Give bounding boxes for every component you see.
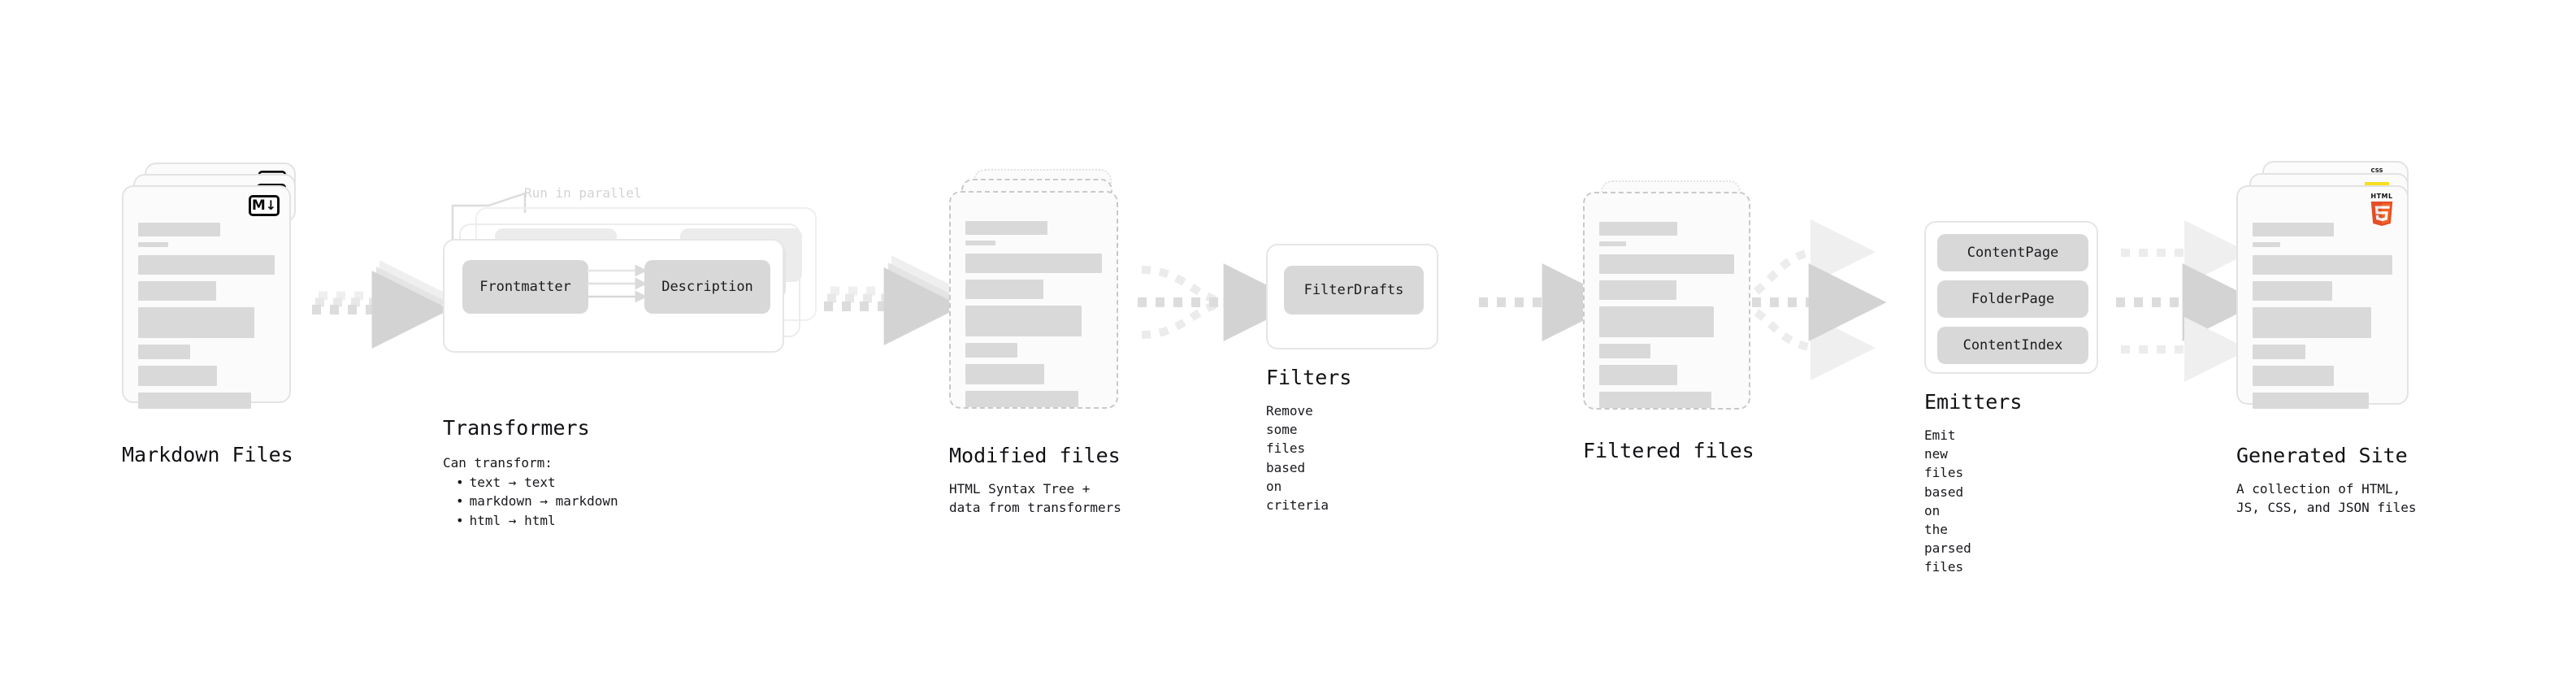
doc-bar xyxy=(2253,255,2392,275)
html5-shield-shape xyxy=(2370,201,2394,227)
stage-title-transformers: Transformers xyxy=(443,416,590,440)
doc-bar xyxy=(1599,254,1734,274)
doc-bar xyxy=(2253,223,2334,236)
doc-bar xyxy=(138,345,190,359)
doc-bar xyxy=(138,366,218,386)
transformers-caption-head: Can transform: xyxy=(443,455,553,471)
doc-bar xyxy=(138,242,168,247)
doc-bar xyxy=(138,255,275,275)
stage-title-markdown-files: Markdown Files xyxy=(122,443,293,466)
modified-card-front[interactable] xyxy=(949,191,1118,409)
transformers-box-front[interactable]: Frontmatter Description xyxy=(443,239,784,353)
transformers-caption-item: markdown → markdown xyxy=(456,492,618,510)
markdown-card-content xyxy=(138,223,275,409)
markdown-badge-front: M↓ xyxy=(249,195,280,216)
doc-bar xyxy=(2253,281,2333,301)
markdown-file-stack[interactable]: M↓ M↓ M↓ xyxy=(122,163,317,431)
doc-bar xyxy=(1599,392,1711,408)
emitter-pill-contentpage[interactable]: ContentPage xyxy=(1937,234,2088,271)
doc-bar xyxy=(965,391,1079,407)
doc-bar xyxy=(965,241,995,245)
doc-bar xyxy=(965,280,1043,299)
html5-badge-word: HTML xyxy=(2370,193,2393,200)
stage-title-filters: Filters xyxy=(1266,366,1352,389)
generated-site-stack[interactable]: CSS HTML xyxy=(2236,161,2439,429)
transformers-group-stack[interactable]: Frontmatter Description xyxy=(443,187,841,353)
doc-bar xyxy=(1599,344,1651,358)
emitter-pill-label: ContentPage xyxy=(1967,245,2059,261)
transformer-inner-arrows xyxy=(587,264,648,303)
markdown-card-front[interactable]: M↓ xyxy=(122,185,291,409)
transformer-pill-description[interactable]: Description xyxy=(644,260,770,314)
doc-bar xyxy=(965,343,1017,358)
stage-subtitle-modified-files: HTML Syntax Tree + data from transformer… xyxy=(949,481,1121,516)
connector-markdown-to-transformers xyxy=(312,260,451,349)
site-card-content xyxy=(2253,223,2392,409)
doc-bar xyxy=(1599,222,1678,236)
emitters-box[interactable]: ContentPage FolderPage ContentIndex xyxy=(1924,221,2098,374)
stage-subtitle-emitters: Emit new files based on the parsed files xyxy=(1924,427,1971,575)
transformer-pill-frontmatter[interactable]: Frontmatter xyxy=(462,260,588,314)
stage-markdown-files: M↓ M↓ M↓ xyxy=(122,163,317,466)
transformers-caption: Can transform: text → text markdown → ma… xyxy=(443,453,618,530)
doc-bar xyxy=(2253,393,2369,409)
stage-modified-files: Modified files HTML Syntax Tree + data f… xyxy=(949,169,1136,515)
stage-subtitle-filters: Remove some files based on criteria xyxy=(1266,403,1329,513)
markdown-badge-letter: M xyxy=(251,197,266,214)
doc-bar xyxy=(965,306,1082,336)
filters-box[interactable]: FilterDrafts xyxy=(1266,244,1438,349)
doc-bar xyxy=(2253,366,2334,386)
html5-shield-svg xyxy=(2370,202,2393,226)
doc-bar xyxy=(138,393,252,409)
filtered-file-stack[interactable] xyxy=(1583,180,1770,424)
filter-pill-label: FilterDrafts xyxy=(1303,282,1404,298)
doc-bar xyxy=(138,223,220,236)
doc-bar xyxy=(965,254,1102,273)
emitter-pill-contentindex[interactable]: ContentIndex xyxy=(1937,327,2088,364)
transformers-caption-item: html → html xyxy=(456,511,618,530)
stage-title-emitters: Emitters xyxy=(1924,390,2023,414)
transformer-pill-label: Frontmatter xyxy=(479,279,571,295)
doc-bar xyxy=(2253,242,2281,247)
stage-title-modified-files: Modified files xyxy=(949,444,1121,467)
stage-title-generated-site: Generated Site xyxy=(2236,444,2408,467)
stage-subtitle-generated-site: A collection of HTML, JS, CSS, and JSON … xyxy=(2236,481,2417,516)
emitter-pill-label: ContentIndex xyxy=(1962,337,2063,354)
doc-bar xyxy=(2253,307,2372,338)
doc-bar xyxy=(1599,306,1715,337)
emitter-pill-label: FolderPage xyxy=(1971,291,2055,307)
connector-emitters-to-site xyxy=(2116,220,2261,382)
transformer-pill-label: Description xyxy=(661,279,753,295)
doc-bar xyxy=(2253,345,2306,359)
stage-filtered-files: Filtered files xyxy=(1583,180,1770,462)
markdown-badge-arrow: ↓ xyxy=(265,197,277,213)
stage-title-filtered-files: Filtered files xyxy=(1583,439,1754,462)
doc-bar xyxy=(1599,280,1676,300)
emitter-pill-folderpage[interactable]: FolderPage xyxy=(1937,280,2088,318)
modified-card-content xyxy=(965,221,1102,407)
doc-bar xyxy=(965,364,1045,384)
doc-bar xyxy=(138,307,254,338)
site-card-front[interactable]: HTML xyxy=(2236,185,2409,409)
run-in-parallel-label: Run in parallel xyxy=(524,185,642,201)
css-badge-label: CSS xyxy=(2370,167,2383,174)
doc-bar xyxy=(1599,365,1678,385)
filtered-card-front[interactable] xyxy=(1583,192,1750,410)
transformers-caption-list: text → text markdown → markdown html → h… xyxy=(443,473,618,530)
stage-transformers: Run in parallel Frontmatter Description xyxy=(443,185,841,528)
doc-bar xyxy=(138,281,216,301)
transformers-caption-item: text → text xyxy=(456,473,618,492)
filtered-card-content xyxy=(1599,222,1734,408)
doc-bar xyxy=(1599,241,1627,246)
stage-generated-site: CSS HTML xyxy=(2236,161,2439,515)
modified-file-stack[interactable] xyxy=(949,169,1136,429)
doc-bar xyxy=(965,221,1047,235)
html5-badge-icon: HTML xyxy=(2368,193,2396,226)
connector-modified-to-filters xyxy=(1138,263,1302,341)
filter-pill-filterdrafts[interactable]: FilterDrafts xyxy=(1284,266,1424,314)
